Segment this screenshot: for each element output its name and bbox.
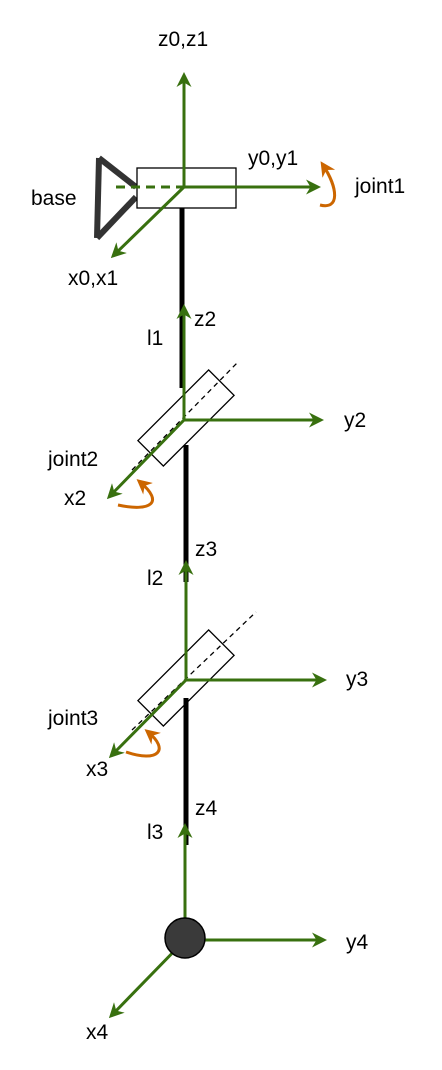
- label-y01: y0,y1: [248, 147, 298, 170]
- label-z2: z2: [194, 308, 216, 331]
- label-base: base: [31, 187, 77, 210]
- x01-axis-arrow: [110, 185, 186, 259]
- label-z4: z4: [195, 797, 218, 820]
- label-z3: z3: [195, 538, 217, 561]
- joint1-rotation-arrow: [319, 161, 337, 208]
- base-mount-vertical: [94, 157, 102, 239]
- x2-axis-arrow: [106, 418, 186, 500]
- label-joint1: joint1: [354, 175, 405, 198]
- label-l2: l2: [147, 567, 163, 590]
- joint2-rotation-arrow: [117, 479, 154, 509]
- x3-axis-arrow: [108, 678, 188, 759]
- base-mount-upper: [97, 155, 138, 190]
- label-joint2: joint2: [47, 448, 98, 471]
- label-y3: y3: [346, 668, 368, 691]
- label-x4: x4: [86, 1021, 109, 1044]
- frame-2: [106, 304, 324, 500]
- label-y2: y2: [344, 409, 366, 432]
- frame-4: [108, 823, 327, 1019]
- label-y4: y4: [346, 931, 369, 954]
- label-joint3: joint3: [47, 707, 98, 730]
- label-x3: x3: [86, 758, 108, 781]
- joint3-rotation-arrow: [125, 729, 161, 758]
- base-mount-lower: [94, 194, 139, 241]
- frame-3: [108, 560, 327, 759]
- base-mount: [94, 155, 139, 241]
- label-l1: l1: [147, 327, 163, 350]
- label-x01: x0,x1: [68, 267, 118, 290]
- frame-0-1: [110, 72, 321, 259]
- label-x2: x2: [64, 487, 86, 510]
- label-l3: l3: [147, 821, 163, 844]
- end-effector-point: [164, 917, 206, 959]
- label-z01: z0,z1: [158, 28, 208, 51]
- joint3-dashed-axis: [131, 611, 257, 731]
- joint3-body: [136, 628, 236, 728]
